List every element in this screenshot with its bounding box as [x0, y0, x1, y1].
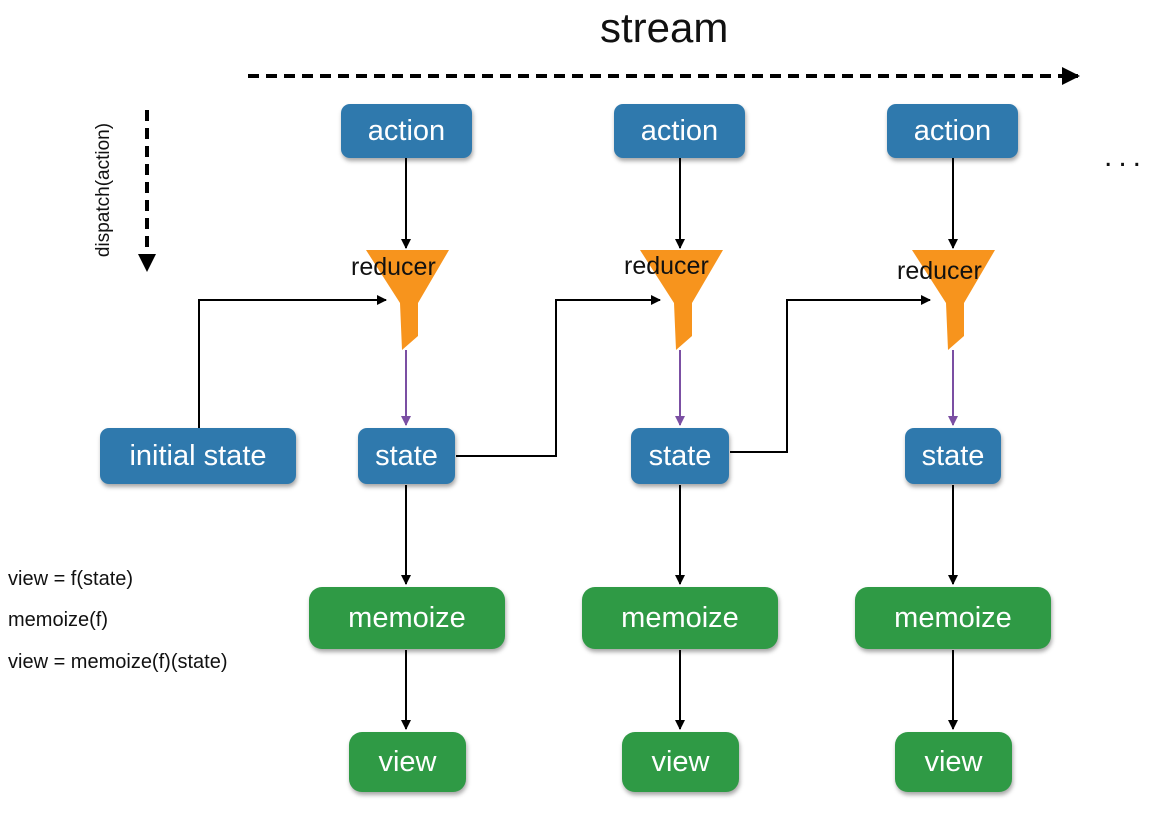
note-view-memoize: view = memoize(f)(state) [8, 651, 228, 673]
arrow-initial-state-to-reducer-1 [198, 295, 387, 428]
arrow-state-1-to-reducer-2 [456, 295, 661, 457]
dispatch-label: dispatch(action) [93, 122, 114, 258]
ellipsis: ... [1104, 140, 1148, 173]
reducer-label: reducer [351, 253, 436, 281]
note-view-f-state: view = f(state) [8, 568, 134, 590]
initial-state-node: initial state [100, 428, 296, 484]
action-node: action [887, 104, 1018, 158]
view-node: view [349, 732, 466, 792]
stream-title: stream [600, 4, 729, 51]
memoize-node: memoize [582, 587, 778, 649]
state-node: state [905, 428, 1001, 484]
action-node: action [341, 104, 472, 158]
state-node: state [358, 428, 455, 484]
view-node: view [895, 732, 1012, 792]
memoize-node: memoize [309, 587, 505, 649]
state-node: state [631, 428, 729, 484]
note-memoize-f: memoize(f) [8, 609, 109, 631]
reducer-funnel-icon [640, 250, 723, 350]
reducer-funnel-icon [366, 250, 449, 350]
view-node: view [622, 732, 739, 792]
reducer-label: reducer [897, 257, 982, 285]
action-node: action [614, 104, 745, 158]
memoize-node: memoize [855, 587, 1051, 649]
reducer-label: reducer [624, 252, 709, 280]
reducer-funnel-icon [912, 250, 995, 350]
arrow-state-2-to-reducer-3 [730, 295, 931, 453]
